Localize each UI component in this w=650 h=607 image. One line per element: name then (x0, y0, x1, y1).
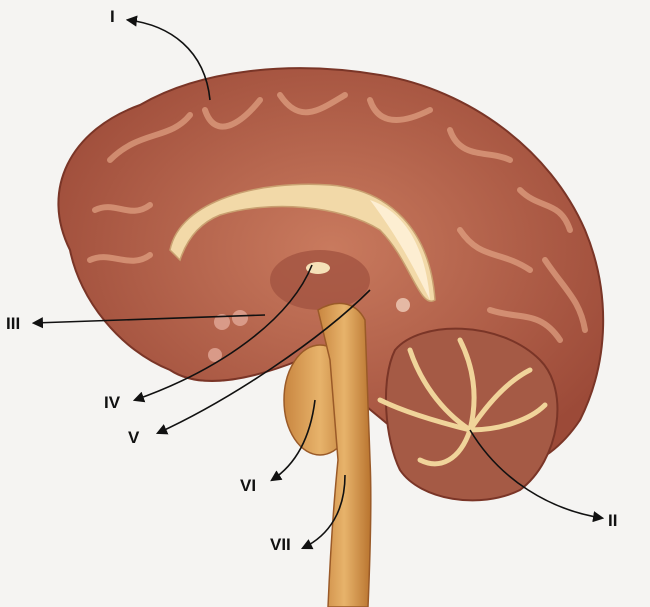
label-IV: IV (104, 393, 121, 412)
label-arrows (31, 15, 605, 550)
arrow-VII (300, 474, 346, 550)
arrow-VI (270, 399, 316, 482)
arrow-I (125, 15, 211, 101)
label-VII: VII (270, 535, 291, 554)
label-III: III (6, 314, 21, 333)
gyri (87, 92, 588, 343)
arrow-IV (132, 264, 313, 403)
arrow-II (469, 429, 605, 523)
brainstem (317, 302, 372, 607)
arbor-vitae (377, 337, 548, 467)
arrow-III (31, 314, 266, 329)
label-V: V (128, 428, 140, 447)
label-II: II (608, 511, 618, 530)
arrow-V (155, 289, 371, 435)
label-I: I (110, 7, 115, 26)
corpus-callosum (169, 183, 436, 303)
label-VI: VI (240, 476, 257, 495)
